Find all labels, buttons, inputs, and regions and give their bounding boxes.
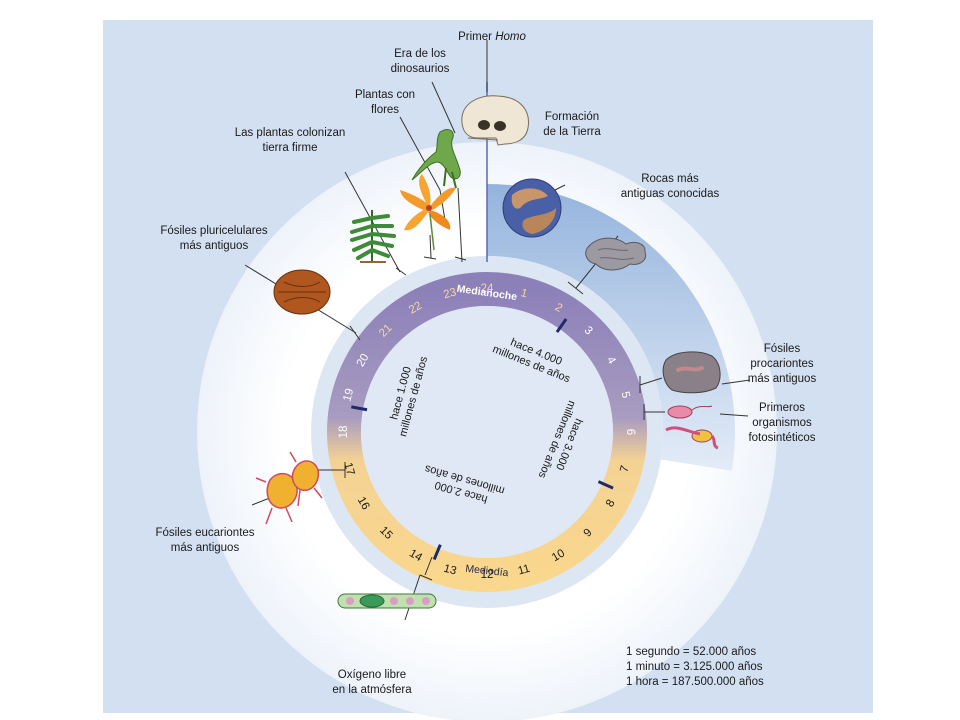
hour-label-19: 19 xyxy=(341,387,356,402)
svg-text:dinosaurios: dinosaurios xyxy=(391,63,450,75)
tick-2000 xyxy=(432,544,442,561)
label-primer-homo: Primer Homo xyxy=(458,31,526,43)
hour-label-13: 13 xyxy=(442,563,457,578)
label-oxigeno: Oxígeno libre en la atmósfera xyxy=(332,669,412,696)
svg-text:antiguas conocidas: antiguas conocidas xyxy=(621,188,720,200)
svg-text:Primeros: Primeros xyxy=(759,402,805,414)
svg-text:1 minuto = 3.125.000 años: 1 minuto = 3.125.000 años xyxy=(626,661,763,673)
svg-text:organismos: organismos xyxy=(752,417,812,429)
hour-label-23: 23 xyxy=(442,286,457,301)
svg-text:Plantas con: Plantas con xyxy=(355,89,415,101)
tick-3000 xyxy=(597,480,614,490)
blue-time-band xyxy=(487,184,736,471)
hour-label-24: 24 xyxy=(481,283,494,295)
svg-text:Formación: Formación xyxy=(545,111,599,123)
hour-label-18: 18 xyxy=(338,426,350,439)
rocks-icon xyxy=(585,237,647,271)
svg-text:Oxígeno libre: Oxígeno libre xyxy=(338,669,406,681)
label-fotosinteticos: Primeros organismos fotosintéticos xyxy=(748,402,815,444)
svg-text:Fósiles pluricelulares: Fósiles pluricelulares xyxy=(160,225,268,237)
svg-text:procariontes: procariontes xyxy=(750,358,814,370)
prokaryote-fossil-icon xyxy=(662,351,721,394)
svg-text:Las plantas colonizan: Las plantas colonizan xyxy=(235,127,346,139)
dinosaur-icon xyxy=(411,129,461,189)
hour-label-14: 14 xyxy=(407,547,425,564)
flower-icon xyxy=(400,174,456,251)
svg-text:flores: flores xyxy=(371,104,399,116)
hour-label-10: 10 xyxy=(550,547,567,564)
label-rocas-antiguas: Rocas más antiguas conocidas xyxy=(621,173,720,200)
skull-icon xyxy=(461,95,529,146)
svg-text:fotosintéticos: fotosintéticos xyxy=(748,432,815,444)
time-scale-legend: 1 segundo = 52.000 años 1 minuto = 3.125… xyxy=(626,646,764,688)
hour-label-22: 22 xyxy=(407,300,424,317)
label-pluricelulares: Fósiles pluricelulares más antiguos xyxy=(160,225,268,252)
label-dinosaurios: Era de los dinosaurios xyxy=(391,48,450,75)
svg-text:Era de los: Era de los xyxy=(394,48,446,60)
hour-label-12: 12 xyxy=(481,569,494,581)
hour-label-11: 11 xyxy=(517,563,532,578)
svg-text:tierra firme: tierra firme xyxy=(263,142,318,154)
hour-label-1: 1 xyxy=(519,287,528,300)
label-formacion-tierra: Formación de la Tierra xyxy=(543,111,601,138)
earth-icon xyxy=(502,178,562,238)
svg-text:1 hora = 187.500.000 años: 1 hora = 187.500.000 años xyxy=(626,676,764,688)
hour-label-7: 7 xyxy=(619,464,632,473)
label-plantas-flores: Plantas con flores xyxy=(355,89,415,116)
svg-text:de la Tierra: de la Tierra xyxy=(543,126,601,138)
svg-text:Fósiles eucariontes: Fósiles eucariontes xyxy=(155,527,254,539)
hour-label-16: 16 xyxy=(355,495,372,512)
svg-text:Primer Homo: Primer Homo xyxy=(458,31,526,43)
svg-text:más antiguos: más antiguos xyxy=(748,373,817,385)
clock-face xyxy=(361,306,613,558)
million-year-ticks xyxy=(351,318,614,561)
tick-1000 xyxy=(351,405,368,412)
svg-text:más antiguos: más antiguos xyxy=(180,240,249,252)
label-procariontes: Fósiles procariontes más antiguos xyxy=(748,343,817,385)
label-tierra-firme: Las plantas colonizan tierra firme xyxy=(235,127,346,154)
hour-label-6: 6 xyxy=(624,429,636,435)
label-eucariontes: Fósiles eucariontes más antiguos xyxy=(155,527,254,554)
photosynthetic-organisms-icon xyxy=(665,405,719,450)
svg-text:Fósiles: Fósiles xyxy=(764,343,801,355)
tick-4000 xyxy=(555,318,568,333)
hour-label-2: 2 xyxy=(553,301,565,315)
eukaryote-fossil-icon xyxy=(255,451,323,525)
hour-label-5: 5 xyxy=(619,390,632,399)
svg-text:en la atmósfera: en la atmósfera xyxy=(332,684,412,696)
seed-fossil-icon xyxy=(273,269,331,315)
hour-label-20: 20 xyxy=(355,352,372,369)
hour-ring xyxy=(327,272,647,592)
svg-text:1 segundo = 52.000 años: 1 segundo = 52.000 años xyxy=(626,646,756,658)
oxygen-bacteria-icon xyxy=(337,593,437,609)
noon-label: Mediodía xyxy=(465,563,509,579)
svg-text:Rocas más: Rocas más xyxy=(641,173,699,185)
fern-icon xyxy=(350,210,396,263)
hour-label-8: 8 xyxy=(604,498,618,510)
svg-text:más antiguos: más antiguos xyxy=(171,542,240,554)
